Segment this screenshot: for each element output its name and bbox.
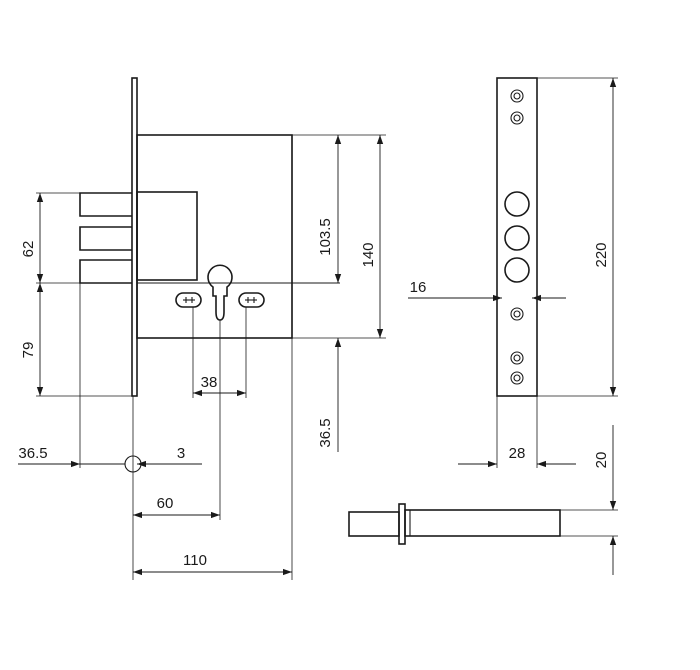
bolt-flange (398, 503, 406, 545)
dim-label-220: 220 (593, 242, 610, 267)
faceplate-dimensions: 220 16 28 (408, 77, 618, 468)
bolt-side-view (348, 503, 561, 545)
dim-label-36-5-vertical: 36.5 (317, 418, 334, 447)
dim-label-140: 140 (360, 242, 377, 267)
lock-case (136, 134, 293, 339)
keyhole-icon (207, 264, 233, 321)
dim-label-110: 110 (183, 552, 207, 569)
bolt-3 (79, 259, 132, 284)
bolt-2 (79, 226, 132, 251)
bolt-block (136, 191, 198, 281)
dim-label-28: 28 (509, 445, 526, 462)
front-dimensions: 62 79 103.5 140 36.5 36.5 3 38 60 110 (18, 134, 386, 580)
dim-label-3: 3 (177, 445, 185, 462)
dim-label-62: 62 (20, 241, 37, 258)
screw-slot-left (175, 292, 202, 308)
bolt-1 (79, 192, 132, 217)
dim-label-60: 60 (157, 495, 174, 512)
faceplate-screw-holes (510, 89, 524, 385)
faceplate-front-view (496, 77, 538, 397)
dim-label-20: 20 (593, 452, 610, 469)
bolt-shaft (348, 511, 400, 537)
bolt-body (404, 509, 561, 537)
faceplate-bolt-holes (504, 191, 530, 283)
dim-label-36-5-horizontal: 36.5 (18, 445, 47, 462)
lock-front-view (79, 77, 340, 473)
faceplate (496, 77, 538, 397)
dim-label-79: 79 (20, 342, 37, 359)
dim-label-103-5: 103.5 (317, 218, 334, 256)
bolt-dimensions: 20 (560, 425, 618, 575)
dim-label-38: 38 (201, 374, 218, 391)
bolts (79, 192, 132, 284)
screw-slot-right (238, 292, 265, 308)
dim-label-16: 16 (410, 279, 427, 296)
